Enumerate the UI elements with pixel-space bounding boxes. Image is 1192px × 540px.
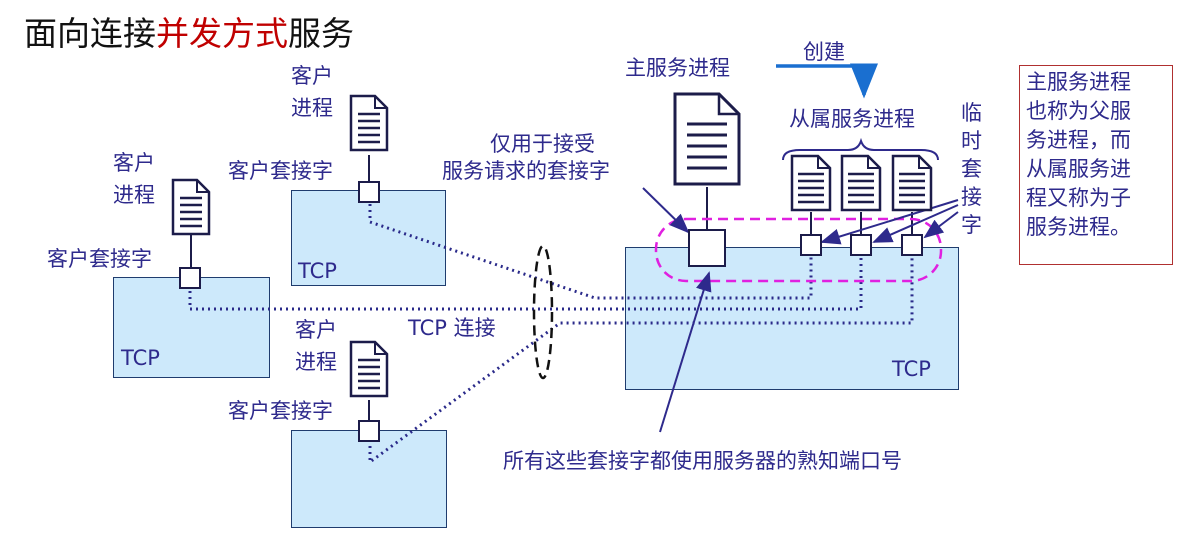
client-process-doc-icon-3 xyxy=(349,340,389,398)
client-process-label-3-line2: 进程 xyxy=(295,350,337,374)
tcp-connection-label: TCP 连接 xyxy=(408,316,496,340)
client-socket-label-2: 客户套接字 xyxy=(47,247,152,271)
slave-process-doc-icon-1 xyxy=(790,154,832,212)
temp-socket-vertical-label: 临 时 套 接 字 xyxy=(961,99,982,239)
accept-socket xyxy=(688,229,726,267)
note-line: 从属服务进 xyxy=(1026,157,1131,181)
tcp-connection-line-1 xyxy=(368,198,813,300)
create-arrow xyxy=(776,63,878,99)
server-tcp-label: TCP xyxy=(892,357,931,381)
connection-ellipse xyxy=(532,244,554,380)
client-socket-2 xyxy=(179,267,201,289)
accept-socket-label-line2: 服务请求的套接字 xyxy=(442,159,610,183)
note-line: 程又称为子 xyxy=(1026,186,1131,210)
well-known-port-label: 所有这些套接字都使用服务器的熟知端口号 xyxy=(503,449,902,473)
temp-socket-arrow-2 xyxy=(872,204,959,243)
create-label: 创建 xyxy=(803,40,845,64)
note-line: 也称为父服 xyxy=(1026,99,1131,123)
temp-socket-arrow-1 xyxy=(820,199,959,245)
temp-socket-1 xyxy=(800,234,822,256)
tcp-connection-line-2 xyxy=(188,253,863,311)
client-tcp-box-2 xyxy=(113,277,270,378)
note-line: 服务进程。 xyxy=(1026,215,1131,239)
client-process-label-1-line2: 进程 xyxy=(291,96,333,120)
temp-socket-char: 时 xyxy=(961,129,982,153)
temp-socket-3 xyxy=(901,234,923,256)
temp-socket-char: 字 xyxy=(961,213,982,237)
slave-processes-label: 从属服务进程 xyxy=(789,107,915,131)
accept-socket-arrow xyxy=(642,187,690,234)
page-title: 面向连接并发方式服务 xyxy=(24,12,354,56)
master-process-doc-icon xyxy=(673,92,741,186)
client-socket-3 xyxy=(358,420,380,442)
client-tcp-label-2: TCP xyxy=(121,346,160,370)
title-suffix: 服务 xyxy=(288,14,354,53)
note-line: 务进程，而 xyxy=(1026,128,1131,152)
well-known-port-arrow xyxy=(659,271,712,433)
tcp-connection-line-3 xyxy=(368,253,914,465)
temp-socket-char: 临 xyxy=(961,101,982,125)
title-prefix: 面向连接 xyxy=(24,14,156,53)
explanation-note: 主服务进程 也称为父服 务进程，而 从属服务进 程又称为子 服务进程。 xyxy=(1019,65,1173,265)
title-highlight: 并发方式 xyxy=(156,14,288,53)
accept-socket-label-line1: 仅用于接受 xyxy=(490,132,595,156)
client-socket-label-1: 客户套接字 xyxy=(228,159,333,183)
client-process-label-1-line1: 客户 xyxy=(291,64,333,88)
client-process-label-2-line1: 客户 xyxy=(113,151,155,175)
temp-socket-2 xyxy=(850,234,872,256)
temp-socket-char: 套 xyxy=(961,157,982,181)
master-process-label: 主服务进程 xyxy=(625,56,730,80)
slave-process-doc-icon-3 xyxy=(891,154,933,212)
slave-process-doc-icon-2 xyxy=(840,154,882,212)
server-sockets-outline xyxy=(654,217,943,283)
client-process-label-3-line1: 客户 xyxy=(295,318,337,342)
temp-socket-arrow-3 xyxy=(923,211,959,239)
client-process-doc-icon-2 xyxy=(171,178,211,236)
client-process-doc-icon-1 xyxy=(349,94,389,152)
client-socket-1 xyxy=(358,181,380,203)
client-process-label-2-line2: 进程 xyxy=(113,183,155,207)
slave-process-brace xyxy=(782,137,939,161)
temp-socket-char: 接 xyxy=(961,185,982,209)
client-tcp-label-1: TCP xyxy=(298,259,337,283)
client-socket-label-3: 客户套接字 xyxy=(228,399,333,423)
note-line: 主服务进程 xyxy=(1026,70,1131,94)
